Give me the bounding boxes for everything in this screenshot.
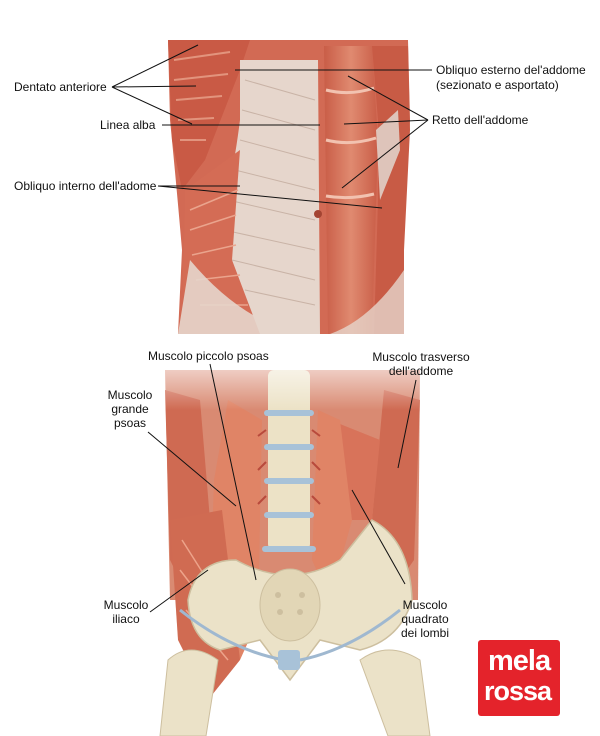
label-trasverso-line1: Muscolo trasverso (372, 350, 470, 364)
serratus-stripes (173, 51, 231, 141)
label-retto-addome: Retto dell'addome (432, 113, 529, 127)
label-quadrato-line3: dei lombi (400, 626, 450, 640)
label-iliaco-line2: iliaco (112, 612, 140, 626)
rectus-tendinous-intersections (325, 86, 377, 200)
logo-word-mela: mela (488, 645, 551, 677)
femur-left (159, 649, 219, 736)
label-obliquo-esterno: Obliquo esterno del'addome (436, 63, 586, 77)
posterior-abdomen-illustration (159, 370, 431, 736)
inguinal-fascia (178, 260, 300, 334)
rectus-abdominis (324, 46, 378, 334)
label-trasverso-line2: dell'addome (388, 364, 454, 378)
psoas-major-right (312, 410, 352, 600)
fade-overlay (150, 340, 440, 410)
lumbar-spine (257, 370, 321, 552)
external-oblique-right (372, 46, 410, 334)
label-quadrato-line2: quadrato (401, 612, 449, 626)
label-iliaco-line1: Muscolo (103, 598, 149, 612)
label-obliquo-esterno-note: (sezionato e asportato) (436, 78, 559, 92)
anterior-abdomen-illustration (168, 40, 410, 334)
pubic-symphysis (278, 650, 300, 670)
label-quadrato-line1: Muscolo (402, 598, 448, 612)
inguinal-ligament (179, 608, 401, 662)
inguinal-fascia-right (330, 270, 404, 334)
umbilicus (314, 210, 322, 218)
melarossa-logo: mela rossa (478, 640, 560, 716)
label-trasverso-addome: Muscolo trasverso dell'addome (366, 350, 476, 378)
label-grande-psoas-line3: psoas (113, 416, 147, 430)
label-dentato-anteriore: Dentato anteriore (14, 80, 107, 94)
sacrum (259, 568, 321, 642)
leader-lines (111, 44, 432, 613)
label-obliquo-interno: Obliquo interno dell'adome (14, 179, 157, 193)
logo-word-rossa: rossa (484, 676, 552, 706)
label-linea-alba: Linea alba (100, 118, 156, 132)
transversus-fascia-right (376, 110, 400, 200)
sacral-foramina (275, 592, 305, 615)
label-iliaco: Muscolo iliaco (96, 598, 156, 626)
aponeurosis-fibers (223, 79, 316, 306)
label-grande-psoas: Muscolo grande psoas (100, 388, 160, 430)
femur-right (359, 649, 431, 736)
label-grande-psoas-line2: grande (111, 402, 149, 416)
label-quadrato-lombi: Muscolo quadrato dei lombi (392, 598, 458, 640)
label-grande-psoas-line1: Muscolo (107, 388, 153, 402)
label-piccolo-psoas: Muscolo piccolo psoas (148, 349, 269, 363)
